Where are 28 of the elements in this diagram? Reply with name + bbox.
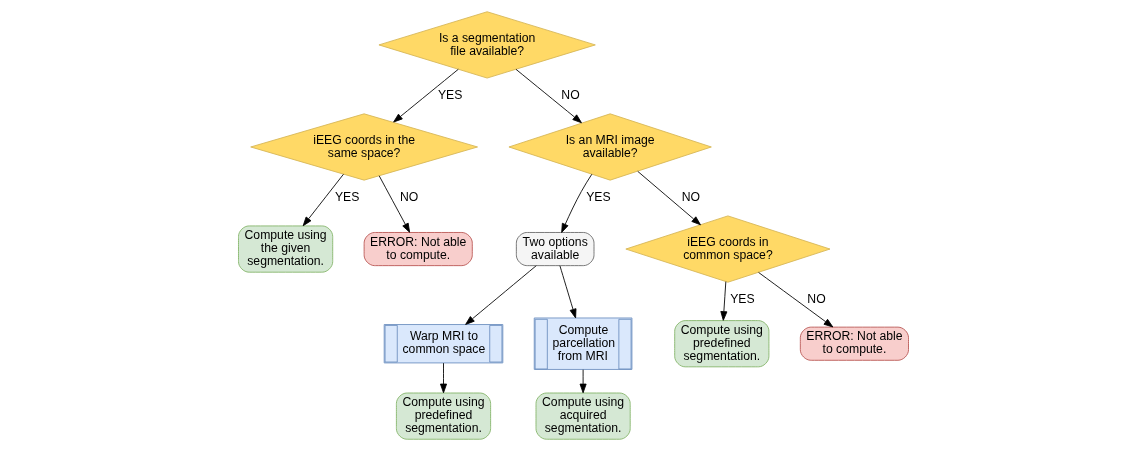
edge-label: NO (681, 190, 700, 205)
edge-label: NO (806, 292, 826, 307)
arrow (559, 265, 576, 319)
arrow (464, 265, 537, 325)
edge-label: NO (399, 190, 418, 205)
node-box: Two options available (515, 232, 594, 267)
arrow (719, 281, 727, 321)
node-diamond: Is a segmentation file available? (378, 11, 596, 79)
edge-label: NO (560, 88, 580, 103)
edge-label: YES (585, 190, 611, 205)
node-box: ERROR: Not able to compute. (363, 232, 473, 267)
node-box: ERROR: Not able to compute. (799, 326, 909, 361)
arrow (439, 362, 447, 394)
arrow (636, 170, 701, 226)
arrow (392, 68, 459, 123)
arrow (302, 173, 344, 227)
arrow (515, 68, 582, 124)
node-box: Compute using predefined segmentation. (395, 392, 491, 440)
arrow (757, 272, 833, 328)
edge-label: YES (334, 190, 359, 205)
node-box: Compute using the given segmentation. (237, 225, 333, 273)
node-box: Compute using acquired segmentation. (535, 392, 631, 440)
edge-label: YES (437, 88, 462, 103)
arrow (560, 173, 592, 233)
node-box: Compute using predefined segmentation. (673, 320, 769, 368)
arrow (378, 175, 410, 233)
arrow (579, 369, 587, 394)
edge-label: YES (729, 292, 755, 307)
